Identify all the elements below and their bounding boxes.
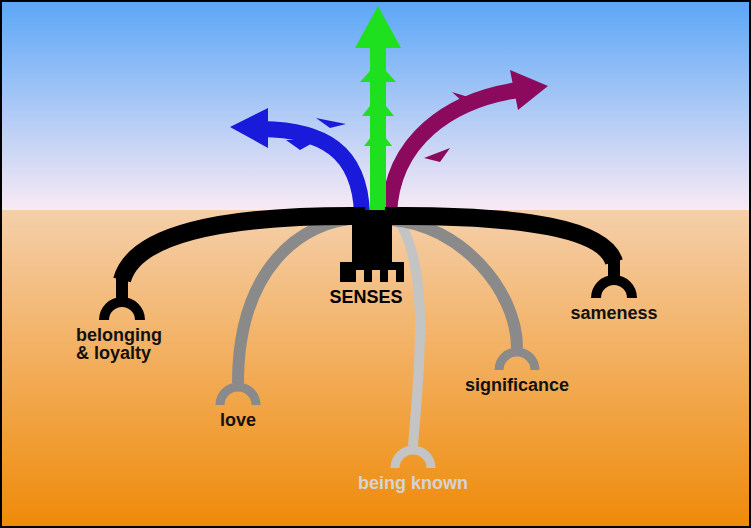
root [122, 216, 365, 280]
green-barb [364, 128, 392, 146]
root-tip [499, 352, 535, 370]
purple-arrow [389, 90, 518, 214]
purple-barb [452, 92, 478, 104]
green-barb [360, 62, 396, 82]
root [392, 220, 517, 348]
purple-arrowhead [510, 70, 548, 110]
growth-arrows [230, 6, 548, 214]
root-tip [220, 387, 256, 405]
root-label: being known [358, 474, 468, 492]
root-label: significance [465, 376, 569, 394]
purple-barb [424, 148, 450, 162]
root-tip [596, 280, 632, 298]
root-tip [395, 450, 431, 468]
ground [0, 210, 751, 528]
blue-arrow [262, 129, 362, 214]
stem-label: SENSES [329, 288, 402, 306]
root-label: love [220, 411, 256, 429]
root [116, 278, 128, 300]
green-arrowhead [355, 6, 401, 48]
root [398, 220, 420, 446]
root-label: sameness [570, 304, 657, 322]
blue-barb [316, 118, 346, 128]
root [385, 216, 614, 262]
green-barb [362, 96, 394, 116]
root-label: belonging & loyalty [76, 326, 172, 362]
root-tip [104, 302, 140, 320]
blue-barb [286, 140, 318, 150]
root-base [340, 210, 404, 282]
blue-arrowhead [230, 108, 268, 148]
